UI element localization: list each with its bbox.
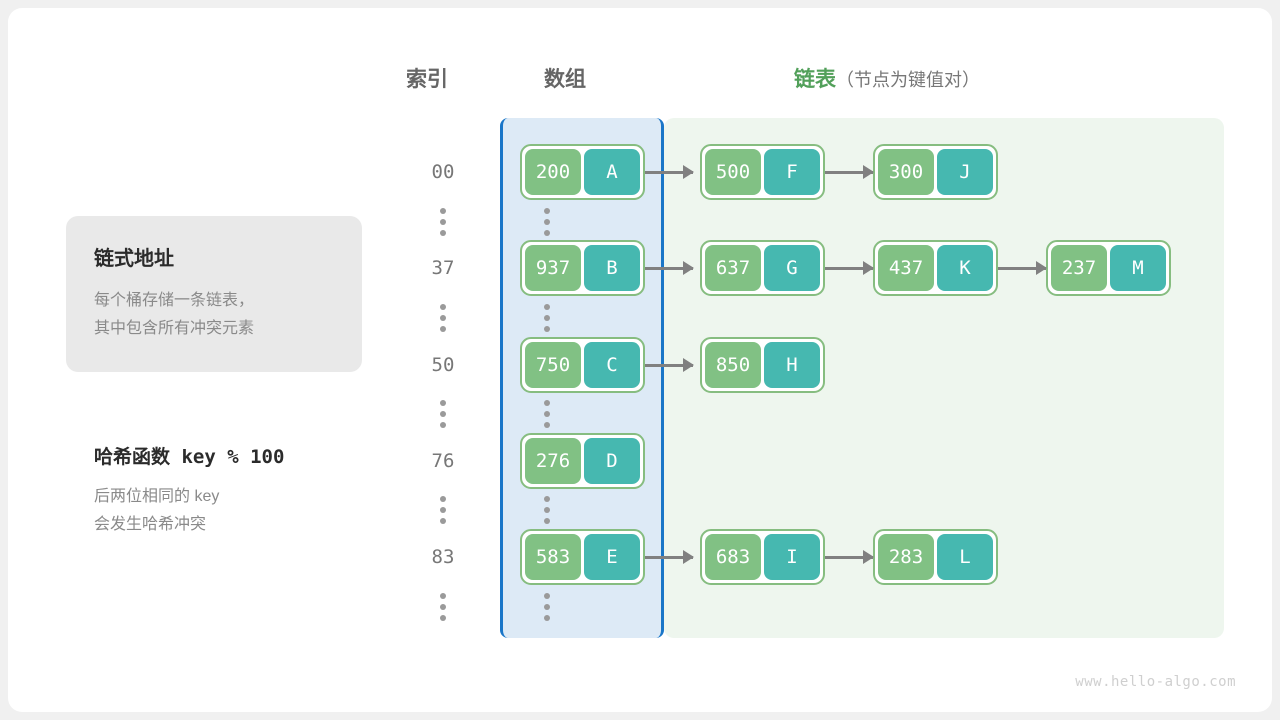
node-value: G [764,245,820,291]
header-linked-list: 链表（节点为键值对） [794,63,980,93]
chaining-note-line-2: 其中包含所有冲突元素 [94,320,255,337]
node-key: 683 [705,534,761,580]
chaining-note-body: 每个桶存储一条链表， 其中包含所有冲突元素 [94,287,362,343]
node-key: 637 [705,245,761,291]
ellipsis-icon [512,304,582,332]
node-key: 283 [878,534,934,580]
node-key: 200 [525,149,581,195]
node-key: 850 [705,342,761,388]
bucket-index-label: 00 [431,161,455,183]
chaining-note-line-1: 每个桶存储一条链表， [94,292,255,309]
node-value: B [584,245,640,291]
ellipsis-icon [512,593,582,621]
ellipsis-icon [408,304,478,332]
hash-function-line-1: 后两位相同的 key [94,488,220,505]
node-value: L [937,534,993,580]
header-linked-list-sub: （节点为键值对） [836,70,980,90]
node-key: 750 [525,342,581,388]
node-value: E [584,534,640,580]
chaining-note-title: 链式地址 [94,248,174,270]
node-key: 937 [525,245,581,291]
node-key: 500 [705,149,761,195]
node-value: K [937,245,993,291]
node-value: J [937,149,993,195]
bucket-index-label: 83 [431,546,455,568]
chain-arrow-icon [825,550,874,564]
ellipsis-icon [408,593,478,621]
chain-arrow-icon [645,165,694,179]
header-array: 数组 [544,68,586,91]
ellipsis-icon [512,400,582,428]
hash-function-note: 哈希函数 key % 100 后两位相同的 key 会发生哈希冲突 [94,442,394,539]
hash-function-body: 后两位相同的 key 会发生哈希冲突 [94,483,394,539]
chain-arrow-icon [998,261,1047,275]
node-key: 276 [525,438,581,484]
chain-arrow-icon [825,261,874,275]
node-key: 583 [525,534,581,580]
diagram-canvas: 索引 数组 链表（节点为键值对） 链式地址 每个桶存储一条链表， 其中包含所有冲… [8,8,1272,712]
node-key: 237 [1051,245,1107,291]
header-linked-list-accent: 链表 [794,68,836,91]
node-value: I [764,534,820,580]
chain-arrow-icon [645,358,694,372]
hash-function-line-2: 会发生哈希冲突 [94,516,207,533]
hash-function-title: 哈希函数 key % 100 [94,446,285,468]
node-value: A [584,149,640,195]
header-index: 索引 [406,68,448,91]
node-value: C [584,342,640,388]
ellipsis-icon [512,208,582,236]
chain-arrow-icon [645,550,694,564]
ellipsis-icon [512,496,582,524]
ellipsis-icon [408,400,478,428]
node-key: 437 [878,245,934,291]
ellipsis-icon [408,208,478,236]
node-key: 300 [878,149,934,195]
chaining-note-card: 链式地址 每个桶存储一条链表， 其中包含所有冲突元素 [66,216,362,372]
watermark: www.hello-algo.com [1075,674,1236,690]
bucket-index-label: 76 [431,450,455,472]
node-value: H [764,342,820,388]
bucket-index-label: 37 [431,257,455,279]
node-value: M [1110,245,1166,291]
ellipsis-icon [408,496,478,524]
bucket-index-label: 50 [431,354,455,376]
node-value: F [764,149,820,195]
chain-arrow-icon [645,261,694,275]
chain-arrow-icon [825,165,874,179]
node-value: D [584,438,640,484]
